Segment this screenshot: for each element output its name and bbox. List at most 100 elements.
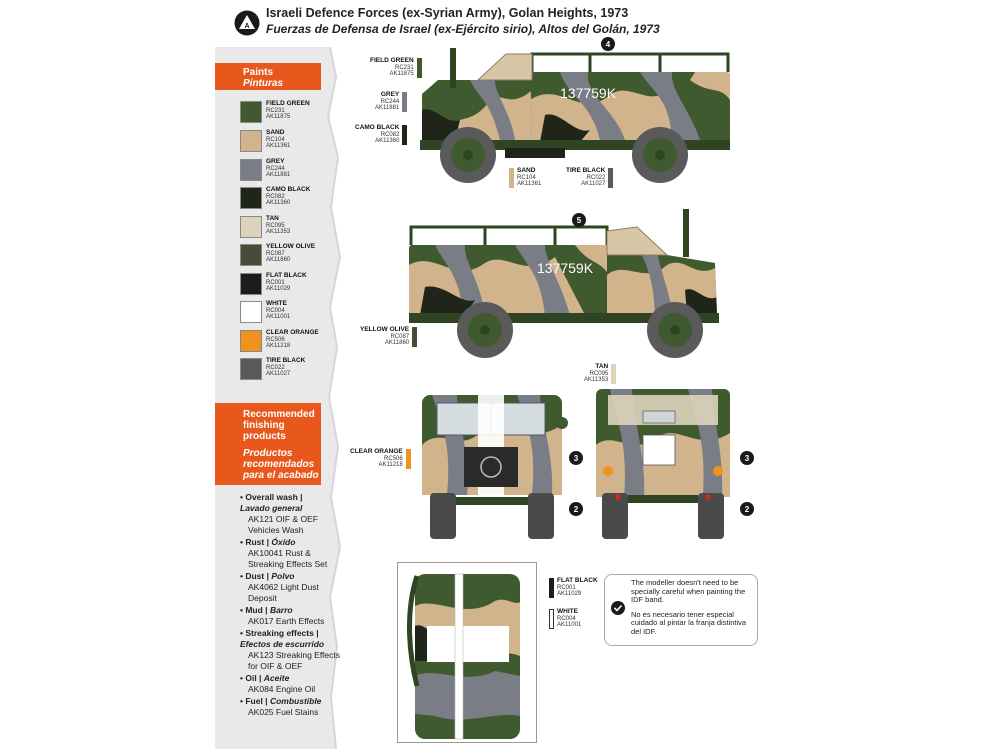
paint-code: RC087 (266, 250, 285, 257)
truck-left-side-view: 137759K (420, 48, 730, 183)
paint-name: FIELD GREEN (266, 100, 310, 107)
profile-badge: A (234, 10, 260, 36)
product-category: Dust | (245, 571, 269, 581)
product-category: Streaking effects | (245, 628, 319, 638)
list-item: • Dust | Polvo AK4062 Light Dust Deposit (240, 571, 340, 604)
callout-code: AK11218 (378, 462, 403, 468)
callout-name: TIRE BLACK (566, 167, 606, 174)
marker-number: 2 (574, 505, 579, 514)
truck-front-view (422, 385, 568, 539)
page-title: Israeli Defence Forces (ex-Syrian Army),… (266, 6, 629, 20)
paint-name: YELLOW OLIVE (266, 243, 316, 250)
paint-code: AK11881 (266, 172, 291, 178)
callout-code: AK11027 (581, 181, 606, 187)
product-category-es: Aceite (263, 673, 290, 683)
paint-code: AK11875 (266, 114, 291, 120)
callout-name: TAN (595, 363, 609, 370)
paint-name: TIRE BLACK (266, 357, 306, 364)
paint-name: CAMO BLACK (266, 186, 311, 193)
marker-5: 5 (572, 213, 586, 227)
marker-number: 5 (577, 216, 582, 225)
paint-code: AK11860 (266, 257, 291, 263)
marker-3-right: 3 (740, 451, 754, 465)
swatch-color (240, 273, 262, 295)
list-item: • Rust | Óxido AK10041 Rust & Streaking … (240, 537, 340, 570)
callout-code: AK11881 (375, 105, 400, 111)
detail-frame (397, 562, 537, 743)
paint-code: RC506 (266, 336, 285, 343)
paint-code: RC244 (266, 165, 285, 172)
badge-letter: A (244, 23, 249, 30)
swatch-color (240, 358, 262, 380)
product-name: AK10041 Rust & Streaking Effects Set (248, 548, 328, 569)
finishing-heading-es: Productos recomendados para el acabado (243, 448, 319, 481)
swatch-color (240, 330, 262, 352)
truck-right-side-view: 137759K (409, 209, 719, 358)
list-item: • Fuel | Combustible AK025 Fuel Stains (240, 696, 340, 718)
paint-code: AK11001 (266, 314, 291, 320)
paint-name: TAN (266, 215, 279, 222)
note-text-es: No es necesario tener especial cuidado a… (631, 609, 747, 636)
paint-code: RC095 (266, 222, 285, 229)
marker-2-right: 2 (740, 502, 754, 516)
product-category: Overall wash | (245, 492, 303, 502)
product-name: AK017 Earth Effects (248, 616, 325, 626)
callout-name: CLEAR ORANGE (350, 448, 403, 455)
product-category-es: Combustible (269, 696, 322, 706)
callout-code: RC506 (384, 455, 403, 462)
callout-code: AK11029 (557, 591, 582, 597)
marker-number: 4 (606, 40, 611, 49)
list-item: • Overall wash |Lavado general AK121 OIF… (240, 492, 340, 536)
callout-code: AK11001 (557, 622, 582, 628)
callout-code: AK11860 (384, 340, 410, 346)
swatch-color (240, 130, 262, 152)
paint-code: RC231 (266, 107, 285, 114)
marker-3-left: 3 (569, 451, 583, 465)
callout-code: RC231 (395, 64, 414, 71)
finishing-heading-en: Recommended finishing products (243, 409, 315, 442)
note-text-en: The modeller doesn't need to be speciall… (631, 578, 746, 604)
paint-code: RC004 (266, 307, 285, 314)
product-category: Oil | (245, 673, 262, 683)
marker-number: 2 (745, 505, 750, 514)
product-category-es: Lavado general (240, 503, 303, 513)
callout-code: RC095 (589, 370, 609, 377)
marker-number: 3 (745, 454, 750, 463)
paint-name: GREY (266, 158, 285, 165)
paint-code: AK11361 (266, 143, 291, 149)
list-item: • Oil | Aceite AK084 Engine Oil (240, 673, 340, 695)
paint-code: RC001 (266, 279, 285, 286)
callout-code: AK11361 (517, 181, 542, 187)
list-item: • Mud | Barro AK017 Earth Effects (240, 605, 340, 627)
product-category-es: Efectos de escurrido (240, 639, 325, 649)
paint-code: AK11027 (266, 371, 291, 377)
paint-code: RC082 (266, 193, 285, 200)
product-name: AK123 Streaking Effects for OIF & OEF (248, 650, 340, 671)
callout-name: FIELD GREEN (370, 57, 414, 64)
callout-code: RC087 (390, 333, 410, 340)
paint-code: RC104 (266, 136, 285, 143)
callout-code: RC004 (557, 615, 576, 622)
swatch-color (240, 301, 262, 323)
callout-code: RC022 (586, 174, 606, 181)
product-category: Mud | (245, 605, 268, 615)
callout-name: YELLOW OLIVE (360, 326, 410, 333)
paints-heading-en: Paints (243, 67, 274, 78)
callout-name: SAND (517, 167, 536, 174)
marker-number: 3 (574, 454, 579, 463)
sidebar-panel (215, 47, 330, 749)
callout-code: RC244 (380, 98, 400, 105)
